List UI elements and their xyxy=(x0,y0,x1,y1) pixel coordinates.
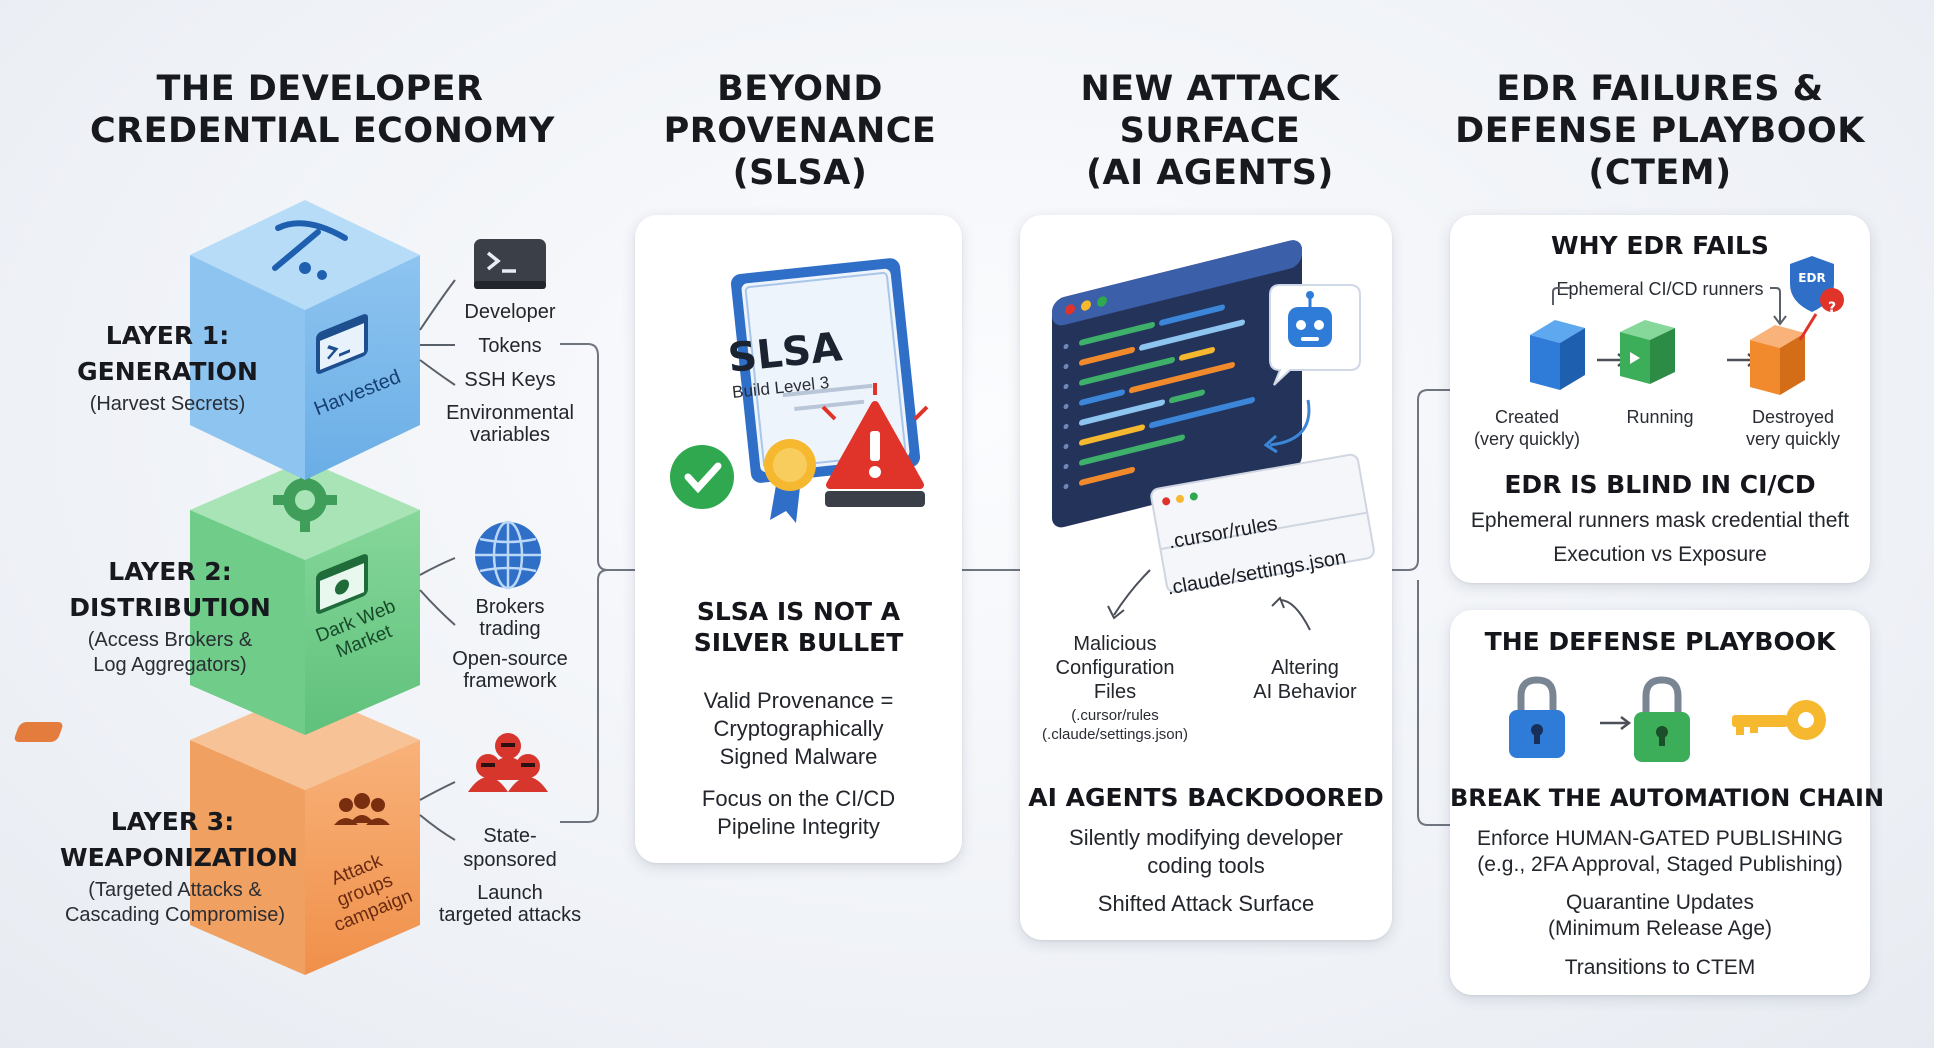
blue-lock-icon xyxy=(1509,676,1565,758)
curve-arrow-icon xyxy=(1269,399,1311,447)
edr-shield-icon xyxy=(1790,256,1844,341)
lock-key-illustration xyxy=(1509,676,1826,762)
cube-terminal-icon xyxy=(316,314,368,374)
economy-column-title: THE DEVELOPER CREDENTIAL ECONOMY xyxy=(90,69,555,151)
connector-layer3 xyxy=(560,569,609,823)
playbook-card xyxy=(1450,610,1870,995)
malicious-config-paths: (.cursor/rules(.claude/settings.json) xyxy=(1042,707,1188,743)
edr-heading: WHY EDR FAILS xyxy=(1551,231,1769,260)
created-container-icon xyxy=(1530,320,1585,390)
runner-lifecycle-illustration xyxy=(1530,256,1844,395)
layer3-title: LAYER 3:WEAPONIZATION xyxy=(60,807,298,872)
runners-label: Ephemeral CI/CD runners xyxy=(1556,279,1764,299)
layer1-cube xyxy=(190,200,420,480)
attack-column-title: NEW ATTACK SURFACE (AI AGENTS) xyxy=(1080,69,1340,193)
terminal-icon xyxy=(474,239,546,289)
green-lock-icon xyxy=(1634,676,1690,762)
layer3-item-state: State-sponsored xyxy=(463,825,557,871)
playbook-paragraph-2: Quarantine Updates(Minimum Release Age) xyxy=(1547,891,1773,940)
edr-badge-label: EDR xyxy=(1798,271,1826,285)
layer3-cube xyxy=(14,690,420,975)
edr-column-title: EDR FAILURES & DEFENSE PLAYBOOK (CTEM) xyxy=(1455,69,1865,193)
config-files-panel xyxy=(1150,453,1375,594)
edr-blind-heading: EDR IS BLIND IN CI/CD xyxy=(1504,470,1816,499)
layer2-subtitle: (Access Brokers &Log Aggregators) xyxy=(87,629,253,676)
cube-people-icon xyxy=(334,793,390,825)
layer1-title: LAYER 1:GENERATION xyxy=(77,321,258,386)
destroyed-container-icon xyxy=(1750,325,1805,395)
edr-blind-paragraph-2: Execution vs Exposure xyxy=(1553,543,1767,566)
robot-bubble-icon xyxy=(1269,284,1361,386)
playbook-heading: THE DEFENSE PLAYBOOK xyxy=(1484,627,1836,656)
cube-bug-window-icon xyxy=(316,554,368,614)
gold-key-icon xyxy=(1732,700,1826,740)
layer-arrows xyxy=(419,279,456,841)
layer1-item-tokens: Tokens xyxy=(478,335,542,357)
check-badge-icon xyxy=(670,445,734,509)
code-editor-illustration xyxy=(1052,240,1375,594)
warning-alarm-icon xyxy=(821,383,929,507)
running-container-icon xyxy=(1620,320,1675,384)
layer3-subtitle: (Targeted Attacks &Cascading Compromise) xyxy=(64,879,286,926)
layer2-cube xyxy=(190,460,420,735)
provenance-column-title: BEYOND PROVENANCE (SLSA) xyxy=(663,69,937,193)
layer2-title: LAYER 2:DISTRIBUTION xyxy=(69,557,271,622)
ai-arrows xyxy=(1107,569,1311,631)
pickaxe-icon xyxy=(272,220,348,271)
ribbon-seal-icon xyxy=(764,439,816,523)
edr-blind-paragraph-1: Ephemeral runners mask credential theft xyxy=(1470,509,1850,532)
connector-ai-edr xyxy=(1392,389,1450,571)
connector-ai-playbook xyxy=(1417,580,1450,826)
stage-created: Created(very quickly) xyxy=(1473,407,1580,449)
layer1-item-ssh: SSH Keys xyxy=(464,369,556,391)
layer-cubes xyxy=(14,200,548,975)
break-chain-heading: BREAK THE AUTOMATION CHAIN xyxy=(1450,784,1885,812)
ai-paragraph-2: Shifted Attack Surface xyxy=(1097,891,1315,916)
slsa-certificate-illustration xyxy=(670,258,929,523)
ai-heading: AI AGENTS BACKDOORED xyxy=(1028,783,1384,812)
layer1-item-developer: Developer xyxy=(464,301,556,323)
layer1-subtitle: (Harvest Secrets) xyxy=(89,393,246,415)
stage-running: Running xyxy=(1626,407,1694,427)
gear-icon xyxy=(273,468,337,532)
hooded-figures-icon xyxy=(468,733,548,792)
connector-layer1 xyxy=(560,343,635,571)
playbook-paragraph-3: Transitions to CTEM xyxy=(1564,956,1756,979)
brand-icon xyxy=(14,722,63,742)
edr-question-mark: ? xyxy=(1827,300,1837,316)
globe-icon xyxy=(475,520,541,590)
playbook-paragraph-1: Enforce HUMAN-GATED PUBLISHING(e.g., 2FA… xyxy=(1476,827,1843,876)
